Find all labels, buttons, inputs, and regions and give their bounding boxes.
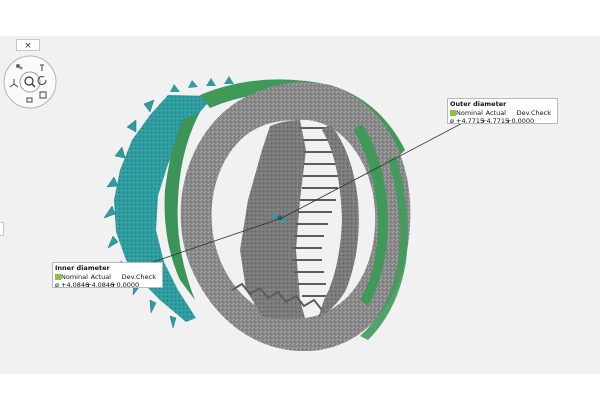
header-check: Check [531,109,551,117]
axis-icon[interactable] [40,64,44,71]
value-nominal: +4.0846 [61,281,90,289]
header-actual: Actual [485,109,506,117]
value-actual: +4.7715 [481,117,510,125]
diameter-symbol: ø [450,117,454,125]
rotate-icon[interactable] [37,76,47,85]
outer-diameter-title: Outer diameter [450,100,507,108]
inner-teeth [231,120,388,320]
value-actual: +4.0846 [86,281,115,289]
navigation-wheel[interactable] [2,54,58,110]
inner-diameter-value-row: ø +4.0846 +4.0846 +0.0000 [53,281,162,289]
check-icon [53,273,61,281]
header-nominal: Nominal [456,109,483,117]
header-dev: Dev. [516,109,531,117]
diameter-symbol: ø [55,281,59,289]
value-dev: +0.0000 [506,117,535,125]
move-icon[interactable] [16,64,23,70]
grid-icon[interactable] [26,97,33,103]
view-cube-icon[interactable] [39,91,47,99]
outer-diameter-leader [281,117,473,219]
inner-diameter-label[interactable]: Inner diameter Nominal Actual Dev. Check… [52,262,163,289]
left-edge-band [164,112,200,300]
side-panel-toggle[interactable] [0,222,4,236]
zoom-icon[interactable] [24,76,36,88]
outer-diameter-label[interactable]: Outer diameter Nominal Actual Dev. Check… [447,98,558,125]
outer-diameter-value-row: ø +4.7715 +4.7715 +0.0000 [448,117,557,125]
check-icon [448,109,456,117]
inner-diameter-leader [149,217,283,264]
header-nominal: Nominal [61,273,88,281]
header-actual: Actual [90,273,111,281]
header-check: Check [136,273,156,281]
outer-diameter-header-row: Nominal Actual Dev. Check [448,109,557,117]
value-dev: +0.0000 [111,281,140,289]
header-dev: Dev. [121,273,136,281]
inner-diameter-header-row: Nominal Actual Dev. Check [53,273,162,281]
value-nominal: +4.7715 [456,117,485,125]
close-button[interactable]: × [16,39,40,51]
pan-icon[interactable] [9,79,19,88]
ring-face [180,82,411,352]
inner-diameter-title: Inner diameter [55,264,110,272]
